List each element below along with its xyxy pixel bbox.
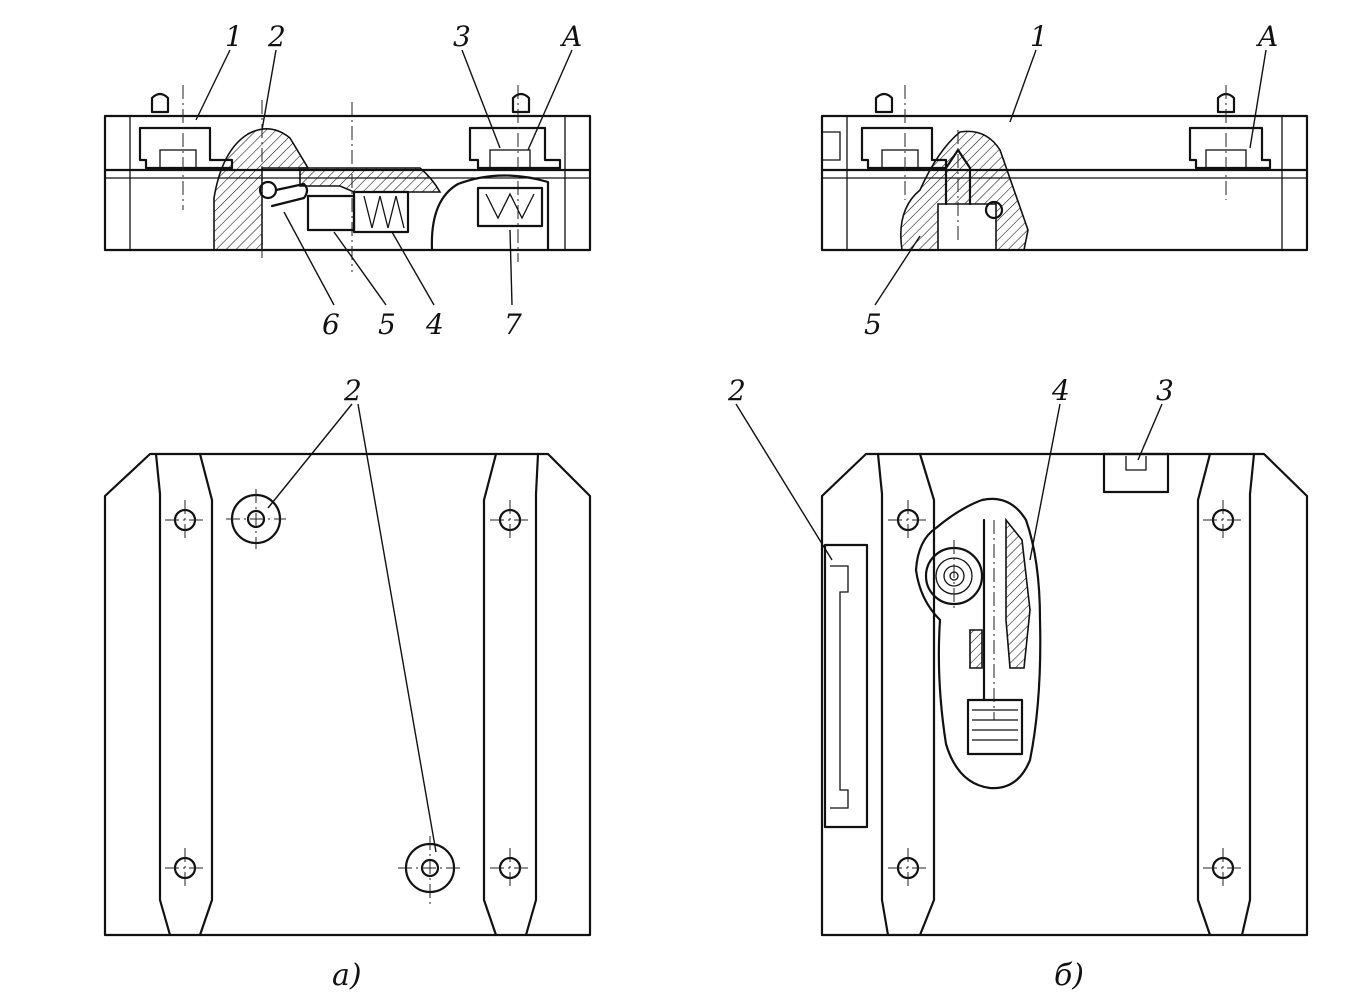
label-b-plan-3: 3 bbox=[1156, 374, 1174, 407]
label-b-plan-2: 2 bbox=[727, 374, 746, 407]
label-a-plan-2: 2 bbox=[343, 374, 362, 407]
label-a-2: 2 bbox=[267, 20, 286, 53]
fig-a-section-view bbox=[103, 85, 592, 272]
caption-a: а) bbox=[332, 958, 362, 993]
caption-b: б) bbox=[1054, 958, 1084, 993]
label-a-4: 4 bbox=[425, 308, 444, 341]
fig-a-plan-view bbox=[103, 452, 592, 937]
label-b-A: A bbox=[1255, 20, 1278, 53]
label-a-1: 1 bbox=[225, 20, 243, 53]
label-b-1: 1 bbox=[1030, 20, 1048, 53]
label-a-5: 5 bbox=[378, 308, 396, 341]
fig-b-section-view bbox=[820, 85, 1309, 252]
fig-b-plan-view bbox=[820, 452, 1309, 937]
label-a-A: A bbox=[559, 20, 582, 53]
label-a-3: 3 bbox=[453, 20, 471, 53]
label-a-7: 7 bbox=[504, 308, 522, 341]
label-a-6: 6 bbox=[322, 308, 340, 341]
label-b-plan-4: 4 bbox=[1051, 374, 1070, 407]
label-b-5: 5 bbox=[864, 308, 882, 341]
leader-lines bbox=[195, 49, 1267, 853]
